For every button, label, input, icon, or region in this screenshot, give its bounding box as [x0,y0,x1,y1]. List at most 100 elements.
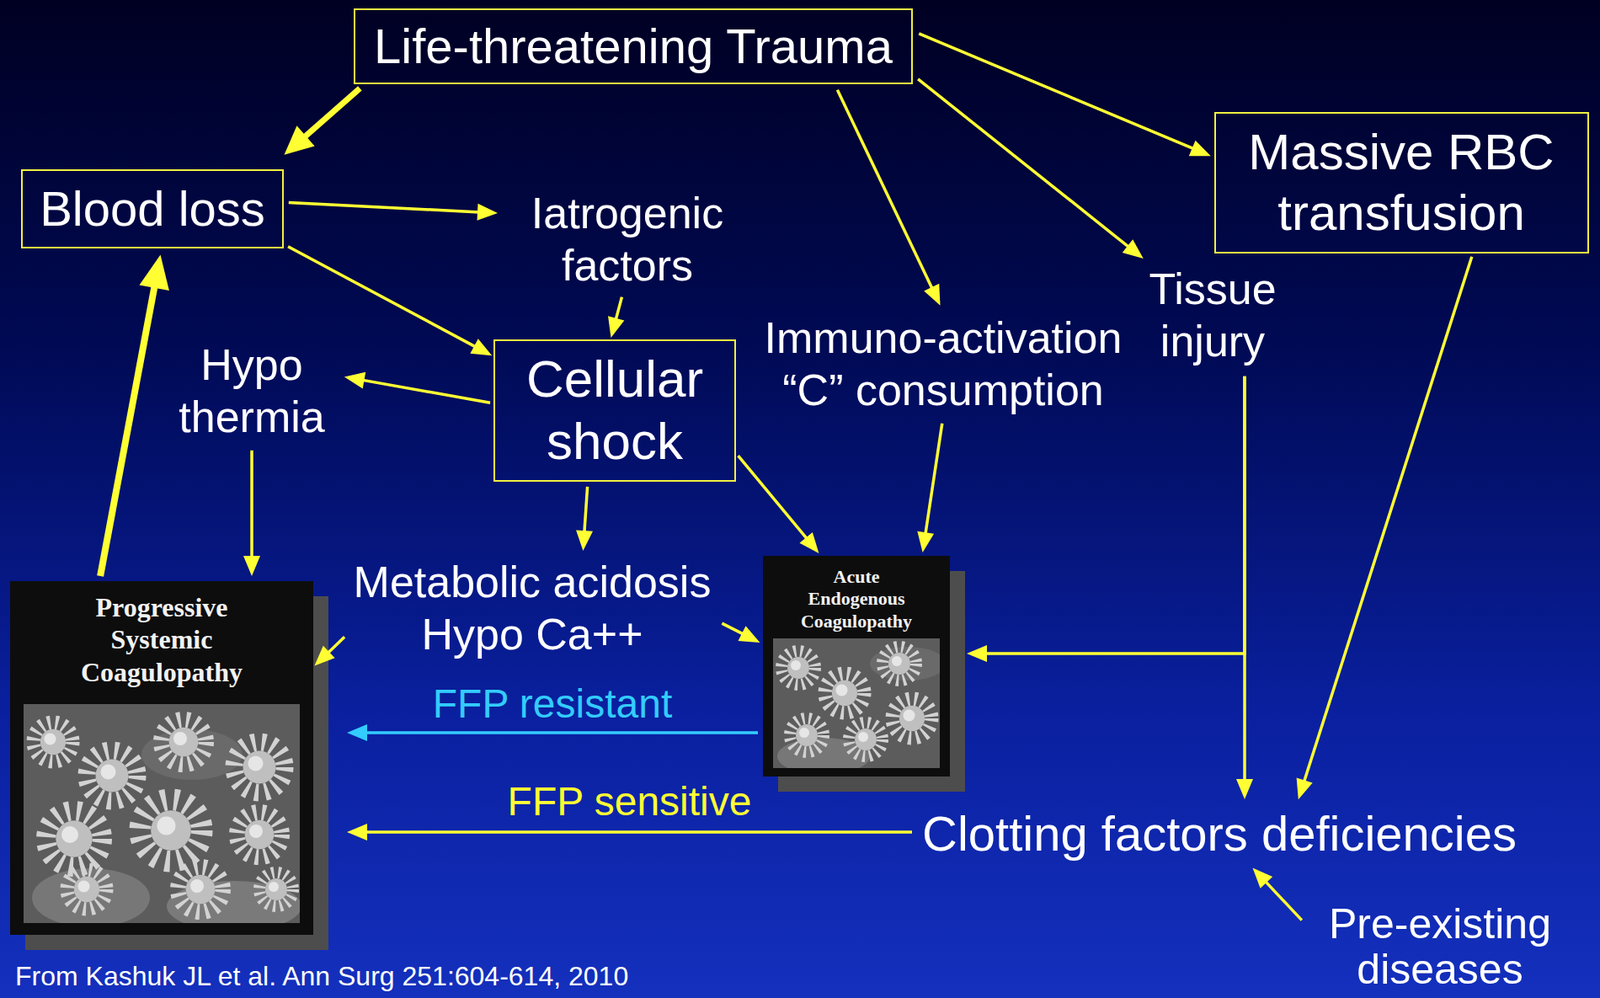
connector-line [250,450,254,562]
connector [288,202,498,221]
text-node: Hypo thermia [167,338,336,444]
node-text: Blood loss [39,179,266,239]
panel-title: Progressive Systemic Coagulopathy [52,591,272,688]
connector-line [361,730,758,735]
arrow-head [284,125,315,155]
arrow-head [477,203,498,221]
blood-cell [869,646,946,681]
arrow-head [917,531,934,553]
platelet [882,646,917,681]
connector-line [100,277,156,576]
connector [738,455,820,554]
connector [608,297,624,338]
blood-cell [32,868,150,928]
connector-line [361,830,912,834]
connector [576,486,593,551]
edge-label: FFP resistant [432,679,673,729]
process-box: Cellular shock [493,339,736,482]
platelet [33,722,74,763]
platelet [177,866,223,912]
connector [721,623,760,643]
node-text: Pre-existing diseases [1305,901,1575,992]
platelet [789,718,824,752]
connector [314,636,345,666]
connector [1252,867,1302,920]
platelet [236,811,282,857]
text-node: Immuno-activation “C” consumption [749,311,1137,417]
text-node: Clotting factors deficiencies [922,804,1517,864]
arrow-head [469,338,492,356]
platelet-picture [773,638,946,775]
arrow-head [738,625,761,643]
arrow-head [799,532,819,554]
platelet [46,810,103,868]
node-text: Life-threatening Trauma [373,16,893,76]
connector [346,724,758,742]
arrow-head [608,315,624,338]
arrow-head [1252,867,1273,888]
image-panel-node: Acute Endogenous Coagulopathy [762,555,950,777]
connector-line [298,88,360,142]
connector [288,246,492,357]
process-box: Life-threatening Trauma [353,8,913,85]
arrow-head [576,529,593,551]
arrow-head [243,555,261,576]
text-node: Iatrogenic factors [501,186,754,293]
connector [243,450,261,576]
node-text: Clotting factors deficiencies [922,804,1517,864]
arrow-head [138,254,169,291]
connector [100,254,170,576]
node-text: Iatrogenic factors [501,186,754,293]
platelet [892,698,933,739]
connector [966,376,1245,662]
platelet [848,722,883,757]
process-box: Massive RBC transfusion [1214,112,1590,254]
text-node: Tissue injury [1128,262,1297,368]
connector-line [288,246,480,350]
source-caption: From Kashuk JL et al. Ann Surg 251:604-6… [15,960,629,992]
connector-line [1242,376,1247,785]
text-node: Metabolic acidosis Hypo Ca++ [346,555,718,662]
arrow-head [314,645,335,667]
image-panel-node: Progressive Systemic Coagulopathy [10,581,314,935]
arrow-head [1189,140,1211,156]
arrow-head [346,724,368,742]
arrow-head [1236,778,1254,800]
node-text: Hypo thermia [167,338,336,444]
process-box: Blood loss [21,169,284,249]
connector [1296,256,1472,800]
connector [346,823,912,841]
image-panel [10,581,314,935]
text-node: Pre-existing diseases [1305,901,1575,992]
arrow-head [923,283,940,306]
platelet [259,872,294,907]
connector-line [917,79,1132,251]
arrow-head [346,823,368,841]
arrow-head [1296,777,1313,800]
connector [917,79,1144,259]
platelet [139,799,202,861]
connector-line [981,376,1245,654]
connector [284,88,361,155]
platelet [160,719,206,764]
node-text: Metabolic acidosis Hypo Ca++ [346,555,718,662]
arrow-head [1122,239,1144,259]
connector-line [1262,878,1302,921]
panel-title: Acute Endogenous Coagulopathy [793,565,920,633]
node-text: Tissue injury [1128,262,1297,368]
connector [918,33,1211,156]
platelet [86,750,138,801]
connector-line [837,90,934,294]
connector-line [738,455,811,543]
connector [1236,376,1254,800]
connector-line [584,486,588,537]
connector-line [357,378,491,403]
connector-line [918,33,1198,151]
edge-label: FFP sensitive [507,777,752,827]
connector-line [288,202,484,214]
image-panel [762,555,950,777]
platelet [781,650,816,685]
connector [344,372,491,403]
connector-line [1302,256,1472,786]
